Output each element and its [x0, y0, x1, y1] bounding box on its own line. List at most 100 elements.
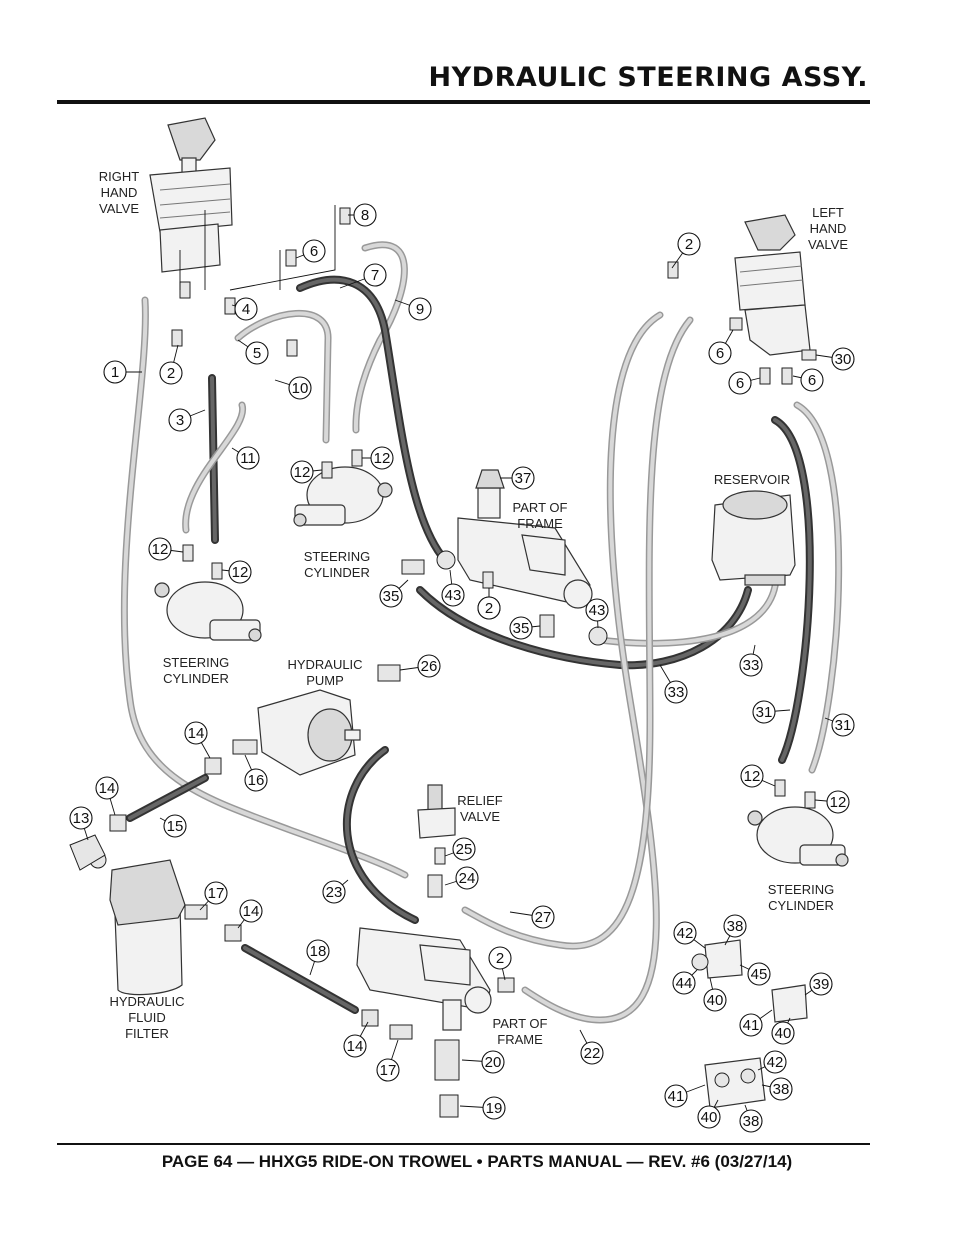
callout-circle	[800, 368, 824, 392]
callout-38: 38	[761, 1077, 793, 1101]
left-hand-valve	[734, 214, 811, 356]
callout-number: 14	[99, 780, 116, 797]
callout-17: 17	[199, 881, 228, 911]
callout-number: 6	[716, 345, 724, 362]
label-steering-cylinder-right-1: STEERING	[768, 882, 834, 897]
callout-number: 39	[813, 976, 830, 993]
component-labels: RIGHT HAND VALVE LEFT HAND VALVE RESERVO…	[99, 169, 849, 1047]
callout-38: 38	[723, 914, 747, 946]
callout-number: 4	[242, 301, 250, 318]
reservoir	[711, 490, 796, 586]
callout-27: 27	[509, 905, 555, 929]
label-hydraulic-pump-2: PUMP	[306, 673, 344, 688]
callout-24: 24	[444, 866, 479, 890]
label-right-hand-valve-2: HAND	[101, 185, 138, 200]
callout-19: 19	[459, 1096, 506, 1120]
callout-14: 14	[184, 721, 211, 759]
callout-circle	[739, 1109, 763, 1133]
callout-number: 23	[326, 884, 343, 901]
callout-circle	[288, 376, 312, 400]
callout-circle	[488, 946, 512, 970]
callout-circle	[831, 713, 855, 737]
callout-2: 2	[488, 946, 512, 981]
callout-41: 41	[664, 1084, 706, 1108]
callout-number: 17	[380, 1062, 397, 1079]
callout-number: 27	[535, 909, 552, 926]
header-rule	[57, 100, 870, 104]
callout-number: 41	[668, 1088, 685, 1105]
page-footer: PAGE 64 — HHXG5 RIDE-ON TROWEL • PARTS M…	[161, 1152, 793, 1171]
callout-35: 35	[379, 579, 409, 608]
callout-number: 3	[176, 412, 184, 429]
callout-circle	[477, 596, 501, 620]
callout-38: 38	[739, 1104, 763, 1133]
callout-circle	[672, 971, 696, 995]
label-right-hand-valve-1: RIGHT	[99, 169, 140, 184]
callout-12: 12	[148, 537, 184, 561]
hydraulic-fluid-filter	[89, 851, 186, 996]
callout-circle	[302, 239, 326, 263]
callout-number: 2	[485, 600, 493, 617]
callout-12: 12	[814, 790, 850, 814]
callout-6: 6	[708, 329, 734, 365]
callout-9: 9	[394, 297, 432, 321]
callout-circle	[452, 837, 476, 861]
callout-number: 30	[835, 351, 852, 368]
callout-circle	[831, 347, 855, 371]
callout-23: 23	[322, 879, 349, 904]
callout-number: 43	[445, 587, 462, 604]
callout-4: 4	[231, 297, 258, 321]
callout-circle	[148, 537, 172, 561]
callout-2: 2	[159, 344, 183, 385]
callout-7: 7	[339, 263, 387, 289]
callout-5: 5	[237, 339, 269, 365]
callout-26: 26	[399, 654, 441, 678]
callout-number: 43	[589, 602, 606, 619]
callout-33: 33	[739, 644, 763, 677]
label-relief-valve-2: VALVE	[460, 809, 500, 824]
callout-circle	[244, 768, 268, 792]
callout-37: 37	[500, 466, 535, 490]
callout-circle	[769, 1077, 793, 1101]
callout-number: 35	[513, 620, 530, 637]
callout-22: 22	[579, 1029, 604, 1065]
callout-circle	[723, 914, 747, 938]
label-steering-cylinder-upper-2: CYLINDER	[304, 565, 370, 580]
callout-circle	[739, 1013, 763, 1037]
callout-circle	[585, 598, 609, 622]
callout-circle	[363, 263, 387, 287]
callout-circle	[95, 776, 119, 800]
callout-circle	[673, 921, 697, 945]
callout-circle	[343, 1034, 367, 1058]
callout-circle	[306, 939, 330, 963]
hoses	[120, 241, 843, 1024]
label-hydraulic-fluid-filter-3: FILTER	[125, 1026, 169, 1041]
label-right-hand-valve-3: VALVE	[99, 201, 139, 216]
callout-40: 40	[703, 977, 727, 1012]
callout-circle	[379, 584, 403, 608]
hydraulic-pump	[257, 689, 361, 776]
callout-circle	[482, 1096, 506, 1120]
callout-12: 12	[290, 460, 323, 484]
callout-circle	[417, 654, 441, 678]
callout-31: 31	[752, 700, 791, 724]
callout-circle	[747, 962, 771, 986]
callout-circle	[69, 806, 93, 830]
callout-circle	[809, 972, 833, 996]
label-left-hand-valve-3: VALVE	[808, 237, 848, 252]
callout-number: 12	[294, 464, 311, 481]
callout-number: 40	[707, 992, 724, 1009]
callout-31: 31	[824, 713, 855, 737]
callout-11: 11	[231, 446, 260, 470]
callout-number: 37	[515, 470, 532, 487]
callout-number: 41	[743, 1017, 760, 1034]
callout-circle	[697, 1105, 721, 1129]
callout-circle	[236, 446, 260, 470]
callout-number: 2	[167, 365, 175, 382]
callout-circle	[290, 460, 314, 484]
callout-circle	[168, 408, 192, 432]
footer-rule	[57, 1143, 870, 1145]
callout-3: 3	[168, 408, 206, 432]
callout-14: 14	[343, 1021, 369, 1058]
callout-circle	[353, 203, 377, 227]
